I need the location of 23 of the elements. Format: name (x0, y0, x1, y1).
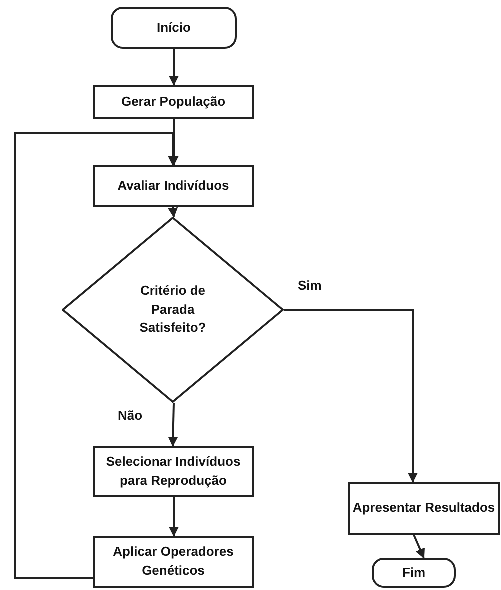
process-box (93, 165, 254, 207)
process-box (93, 446, 254, 497)
arrow (284, 309, 418, 483)
arrow (168, 402, 178, 447)
arrow (169, 497, 179, 537)
end-terminal (372, 558, 456, 588)
node-label: Apresentar Resultados (352, 499, 496, 518)
arrow (413, 534, 425, 559)
node-label: Critério de Parada Satisfeito? (138, 282, 208, 338)
edge-label: Sim (296, 278, 324, 293)
process-box (93, 536, 254, 588)
node-label: Gerar População (121, 92, 226, 111)
node-label: Avaliar Indivíduos (118, 176, 230, 195)
node-label: Início (157, 18, 191, 37)
process-box (348, 482, 500, 535)
arrow (168, 206, 178, 218)
edge-label: Não (116, 408, 145, 423)
node-label: Aplicar Operadores Genéticos (112, 543, 235, 580)
start-terminal (111, 7, 237, 49)
node-label: Fim (402, 564, 426, 582)
node-label: Selecionar Indivíduos para Reprodução (105, 452, 242, 490)
arrow (169, 49, 179, 86)
process-box (93, 85, 254, 119)
